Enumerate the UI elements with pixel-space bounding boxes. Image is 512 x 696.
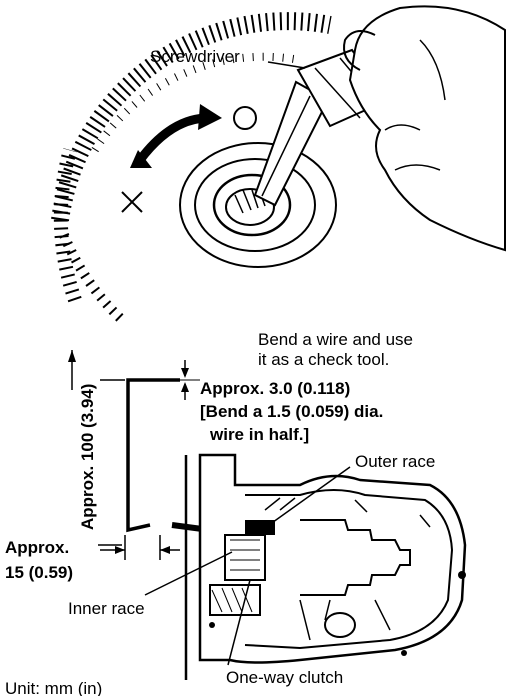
ng-mark (121, 191, 143, 213)
hand (343, 5, 506, 252)
thickness-dimension (180, 360, 200, 400)
thickness-dimension-label: Approx. 3.0 (0.118) (200, 379, 350, 398)
height-dimension-label: Approx. 100 (3.94) (78, 384, 97, 530)
screwdriver-label: Screwdriver (150, 47, 240, 66)
width-dimension-label-line1: Approx. (5, 538, 69, 557)
upper-figure: Screwdriver (51, 5, 506, 322)
torque-converter-disc (51, 12, 332, 322)
one-way-clutch-leader (227, 579, 251, 666)
one-way-clutch-label: One-way clutch (226, 668, 343, 687)
inner-race-label: Inner race (68, 599, 145, 618)
height-dimension (68, 350, 125, 546)
lower-figure: Bend a wire and use it as a check tool. … (5, 330, 467, 687)
check-tool-wire (126, 378, 180, 533)
width-dimension-label-line2: 15 (0.59) (5, 563, 73, 582)
bend-note-line1: [Bend a 1.5 (0.059) dia. (200, 402, 383, 421)
bend-note-line2: wire in half.] (209, 425, 309, 444)
width-dimension (100, 535, 180, 560)
outer-race-leader (254, 466, 351, 536)
outer-race-label: Outer race (355, 452, 435, 471)
rotation-arrow-icon (130, 104, 222, 168)
ok-mark (233, 106, 257, 130)
screwdriver-leader (267, 61, 306, 69)
hub (179, 142, 337, 268)
check-tool-note-line1: Bend a wire and use (258, 330, 413, 349)
unit-label: Unit: mm (in) (5, 679, 102, 696)
check-tool-note-line2: it as a check tool. (258, 350, 389, 369)
converter-cross-section (184, 453, 467, 680)
inner-race-leader (144, 551, 233, 596)
